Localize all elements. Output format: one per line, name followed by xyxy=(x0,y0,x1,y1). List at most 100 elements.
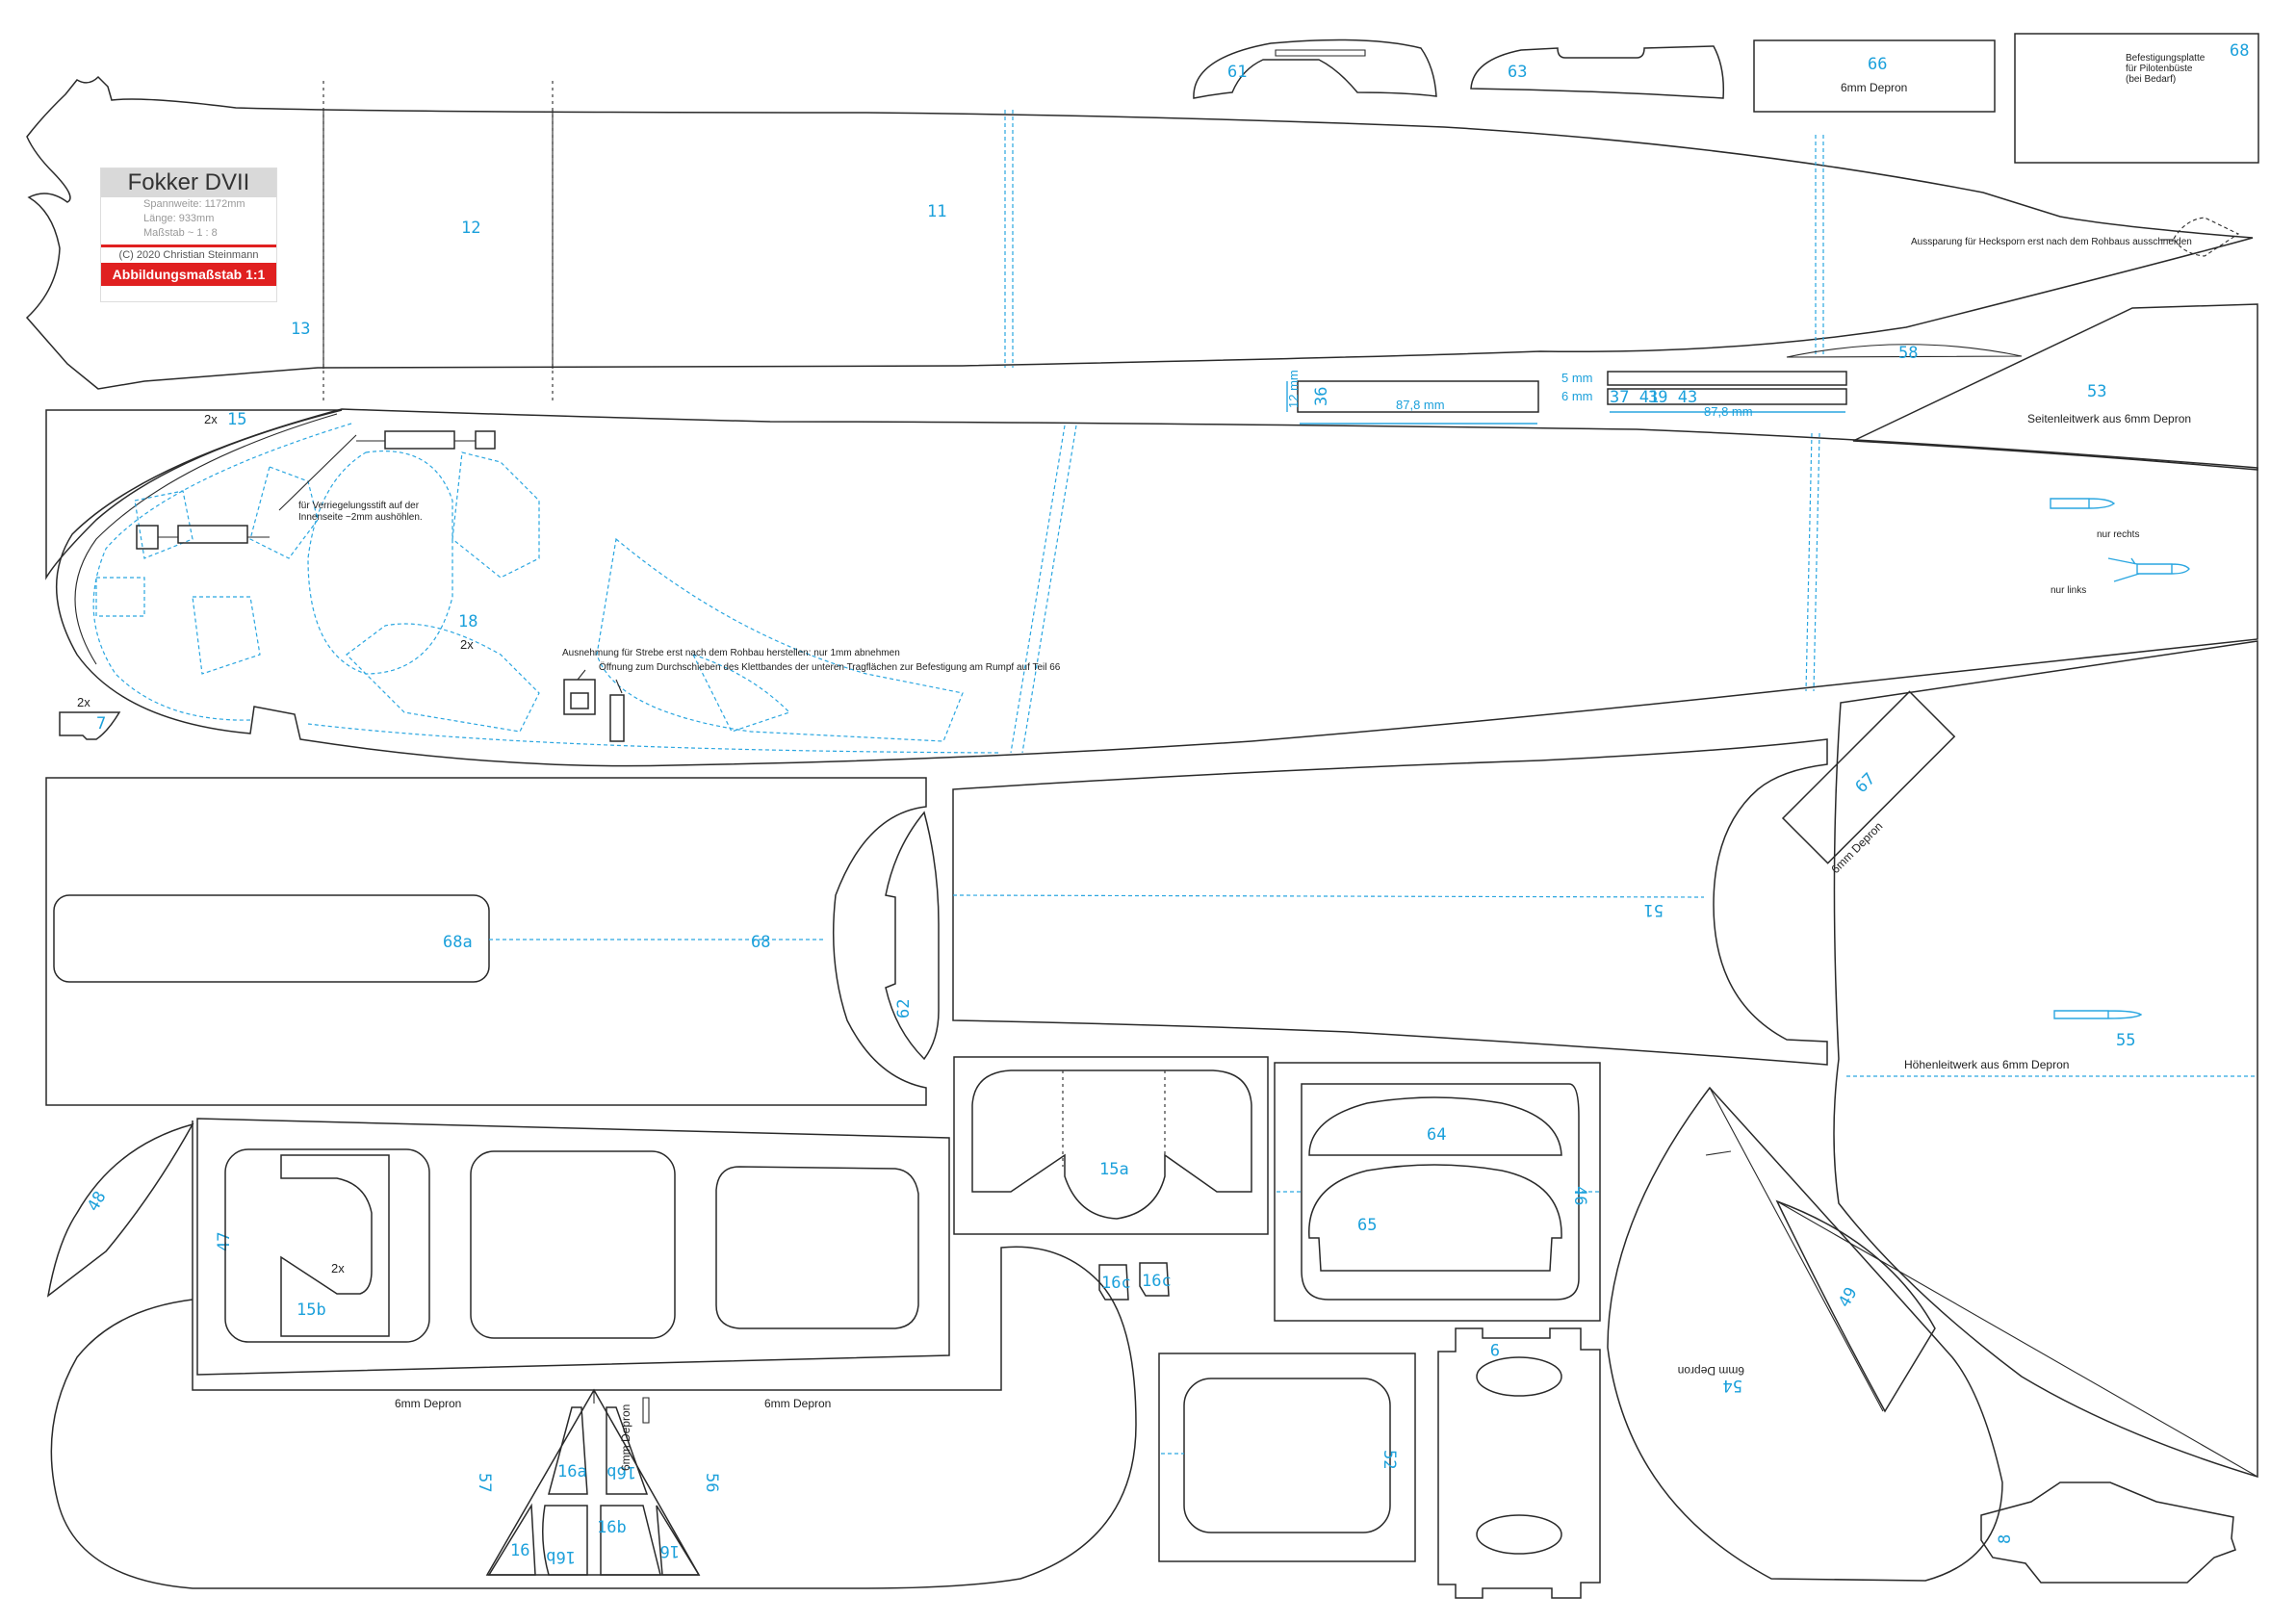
strut-note: Ausnehmung für Strebe erst nach dem Rohb… xyxy=(562,648,900,658)
depron-67-label: 6mm Depron xyxy=(1828,819,1885,876)
part-number-67: 67 xyxy=(1852,769,1880,797)
part-number-16b-bottom: 16b xyxy=(546,1547,576,1566)
model-title: Fokker DVII xyxy=(101,168,276,197)
part-15b xyxy=(280,1154,390,1337)
part-15a-frame xyxy=(953,1056,1269,1235)
dim-6mm: 6 mm xyxy=(1561,389,1593,403)
part-52-cutout xyxy=(1183,1378,1391,1533)
part-number-61: 61 xyxy=(1227,63,1247,82)
pin-note-line1: für Verriegelungsstift auf der xyxy=(298,501,420,511)
part-number-12: 12 xyxy=(461,219,480,238)
part-number-55: 55 xyxy=(2116,1031,2135,1050)
part-number-15a: 15a xyxy=(1099,1160,1129,1179)
tailskid-note: Aussparung für Hecksporn erst nach dem R… xyxy=(1911,237,2192,247)
panel-47-cutout-3 xyxy=(715,1166,919,1329)
plate-68-line3: (bei Bedarf) xyxy=(2126,74,2176,85)
plate-68-line2: für Pilotenbüste xyxy=(2126,64,2193,74)
depron-16-label: 6mm Depron xyxy=(619,1404,632,1471)
part-number-18: 18 xyxy=(458,612,477,631)
strut-cutout-inner xyxy=(570,692,589,709)
part-15-strip xyxy=(45,409,343,580)
part-number-16c-right: 16c xyxy=(1142,1272,1172,1291)
strips-37-39 xyxy=(1607,371,1847,405)
part-number-16b: 16b xyxy=(597,1518,627,1537)
pin-holes xyxy=(136,430,496,550)
part-number-39-43: 39 43 xyxy=(1648,388,1697,407)
part-53-rudder xyxy=(1852,303,2258,471)
dim-12-line xyxy=(1286,381,1537,425)
part-68-panel xyxy=(45,777,927,1106)
part-49 xyxy=(1775,1199,1936,1413)
part-7 xyxy=(59,711,121,740)
depron-left-label: 6mm Depron xyxy=(395,1397,461,1410)
part-15a-folds xyxy=(1062,1070,1166,1167)
part-51 xyxy=(952,738,1828,1066)
part-55-elevator xyxy=(1833,640,2258,1479)
part-62 xyxy=(885,811,940,1061)
panel-47-cutout-1 xyxy=(224,1148,430,1343)
part-8 xyxy=(1980,1481,2236,1584)
strut-cutout xyxy=(563,679,596,715)
part-number-15b: 15b xyxy=(297,1301,326,1320)
part-68-plate xyxy=(2014,33,2259,164)
part-65 xyxy=(1308,1164,1562,1272)
part-9 xyxy=(1437,1327,1601,1599)
part-48 xyxy=(46,1122,194,1298)
count-18: 2x xyxy=(460,637,474,652)
elevator-label: Höhenleitwerk aus 6mm Depron xyxy=(1904,1058,2069,1071)
part-68a xyxy=(53,894,490,983)
image-scale-text: Abbildungsmaßstab 1:1 xyxy=(101,263,276,286)
part-63 xyxy=(1470,45,1725,99)
part-number-52: 52 xyxy=(1380,1450,1399,1469)
part-61 xyxy=(1193,39,1437,99)
part-54-slot xyxy=(1705,1150,1732,1156)
part-number-57: 57 xyxy=(475,1473,494,1492)
part-64 xyxy=(1308,1096,1562,1156)
part-16c-right xyxy=(1139,1262,1170,1297)
part-number-56: 56 xyxy=(702,1473,721,1492)
wingspan-text: Spannweite: 1172mm xyxy=(143,198,245,210)
part-51-centerline xyxy=(952,894,1705,898)
part-number-64: 64 xyxy=(1427,1125,1446,1145)
part-47-panel xyxy=(196,1118,950,1376)
part-18-fuselage-top xyxy=(56,408,2258,767)
part-46 xyxy=(1301,1083,1580,1301)
part-number-68: 68 xyxy=(2230,41,2249,61)
tailskid-markers xyxy=(2050,498,2190,582)
count-7: 2x xyxy=(77,695,90,709)
part-number-16b-right: 16b xyxy=(606,1462,636,1481)
part-54 xyxy=(1607,1086,2003,1582)
part-number-11: 11 xyxy=(927,202,946,221)
part-56-57 xyxy=(50,1121,1137,1589)
part-66 xyxy=(1753,39,1996,113)
part-number-48: 48 xyxy=(84,1188,111,1215)
dim-87-8b: 87,8 mm xyxy=(1704,404,1753,419)
part-fuselage-side xyxy=(25,75,2254,404)
part-9-cutout-bottom xyxy=(1476,1514,1562,1555)
part-number-68-panel: 68 xyxy=(751,933,770,952)
part-number-49: 49 xyxy=(1835,1284,1862,1311)
copyright-text: (C) 2020 Christian Steinmann xyxy=(101,245,276,263)
strip-36 xyxy=(1297,380,1539,413)
part-number-8: 8 xyxy=(1996,1534,2015,1544)
part-number-16c: 16c xyxy=(1101,1274,1131,1293)
part-number-46: 46 xyxy=(1570,1186,1589,1205)
part-number-9: 9 xyxy=(1490,1339,1500,1358)
scale-text: Maßstab ~ 1 : 8 xyxy=(143,227,218,239)
part-number-13: 13 xyxy=(291,320,310,339)
strap-slot xyxy=(609,694,625,742)
part-number-62: 62 xyxy=(894,999,914,1018)
part-number-65: 65 xyxy=(1357,1216,1377,1235)
part-number-16: 16 xyxy=(510,1541,529,1560)
nur-links: nur links xyxy=(2051,585,2086,596)
depron-54-label: 6mm Depron xyxy=(1678,1364,1744,1378)
plate-68-line1: Befestigungsplatte xyxy=(2126,53,2206,64)
part-number-68a: 68a xyxy=(443,933,473,952)
part-number-51: 51 xyxy=(1644,900,1664,919)
depron-right-label: 6mm Depron xyxy=(764,1397,831,1410)
part-number-16a: 16a xyxy=(557,1462,587,1481)
depron-66-label: 6mm Depron xyxy=(1841,81,1907,94)
dim-12mm: 12 mm xyxy=(1286,370,1301,408)
part-number-54: 54 xyxy=(1723,1376,1742,1395)
rudder-label: Seitenleitwerk aus 6mm Depron xyxy=(2027,412,2191,425)
